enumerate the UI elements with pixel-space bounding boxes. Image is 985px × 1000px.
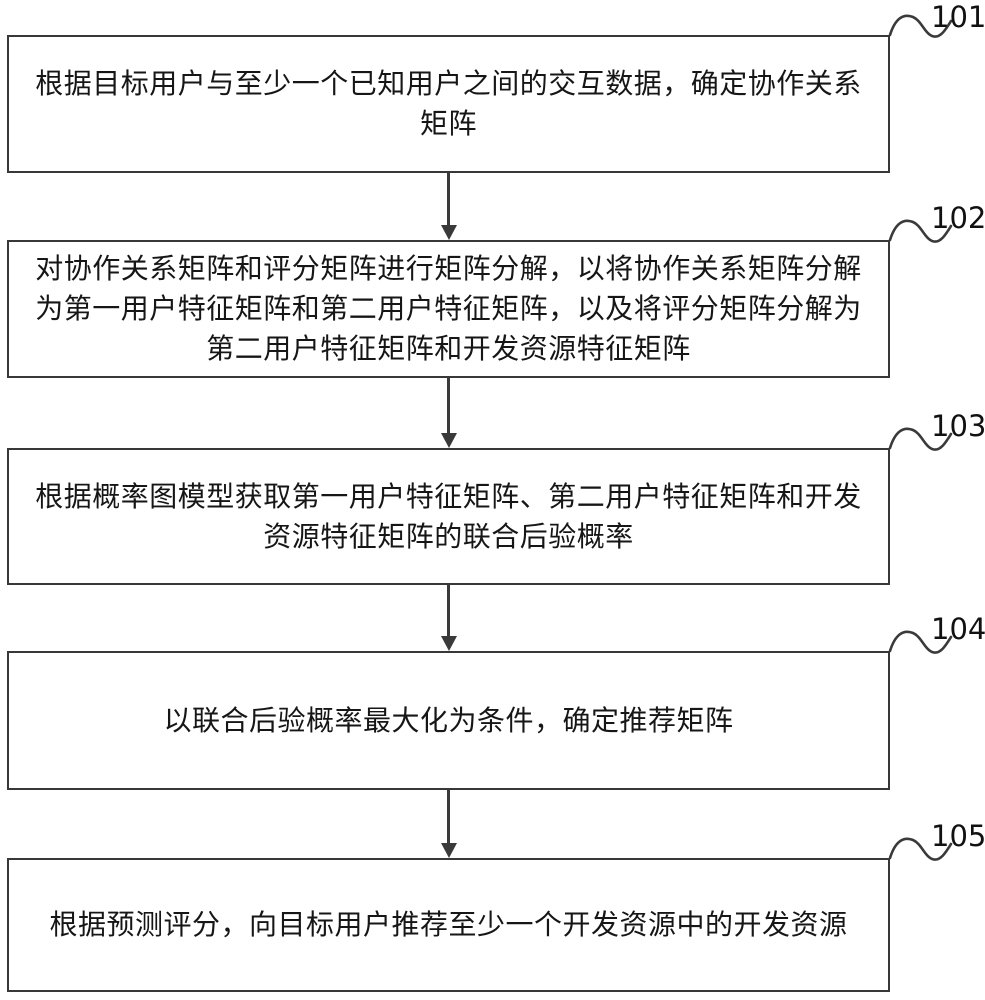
flow-step-text-101: 根据目标用户与至少一个已知用户之间的交互数据，确定协作关系 矩阵 [35,67,862,140]
arrow-head-icon [440,636,457,651]
arrow-line [447,585,450,636]
flow-step-box-105: 根据预测评分，向目标用户推荐至少一个开发资源中的开发资源 [7,858,890,992]
flow-arrow-4 [440,790,457,858]
flow-step-box-102: 对协作关系矩阵和评分矩阵进行矩阵分解，以将协作关系矩阵分解 为第一用户特征矩阵和… [7,240,890,378]
arrow-line [447,173,450,225]
arrow-head-icon [440,433,457,448]
arrow-line [447,790,450,843]
flow-step-text-102: 对协作关系矩阵和评分矩阵进行矩阵分解，以将协作关系矩阵分解 为第一用户特征矩阵和… [35,252,862,365]
leader-line-101 [888,14,953,38]
step-number-105: 105 [931,819,985,853]
step-number-103: 103 [931,409,985,443]
step-number-102: 102 [931,201,985,235]
flow-step-box-103: 根据概率图模型获取第一用户特征矩阵、第二用户特征矩阵和开发 资源特征矩阵的联合后… [7,448,890,585]
flow-arrow-1 [440,173,457,240]
flow-arrow-3 [440,585,457,651]
flow-step-box-104: 以联合后验概率最大化为条件，确定推荐矩阵 [7,651,890,790]
arrow-head-icon [440,843,457,858]
leader-line-103 [888,427,953,451]
flow-step-text-104: 以联合后验概率最大化为条件，确定推荐矩阵 [163,703,734,737]
flow-arrow-2 [440,378,457,448]
leader-line-102 [888,219,953,243]
flow-step-box-101: 根据目标用户与至少一个已知用户之间的交互数据，确定协作关系 矩阵 [7,35,890,173]
flow-step-text-103: 根据概率图模型获取第一用户特征矩阵、第二用户特征矩阵和开发 资源特征矩阵的联合后… [35,479,862,553]
step-number-101: 101 [931,0,985,34]
arrow-line [447,378,450,433]
step-number-104: 104 [931,612,985,646]
arrow-head-icon [440,225,457,240]
leader-line-105 [888,837,953,861]
flow-step-text-105: 根据预测评分，向目标用户推荐至少一个开发资源中的开发资源 [49,908,848,941]
leader-line-104 [888,630,953,654]
